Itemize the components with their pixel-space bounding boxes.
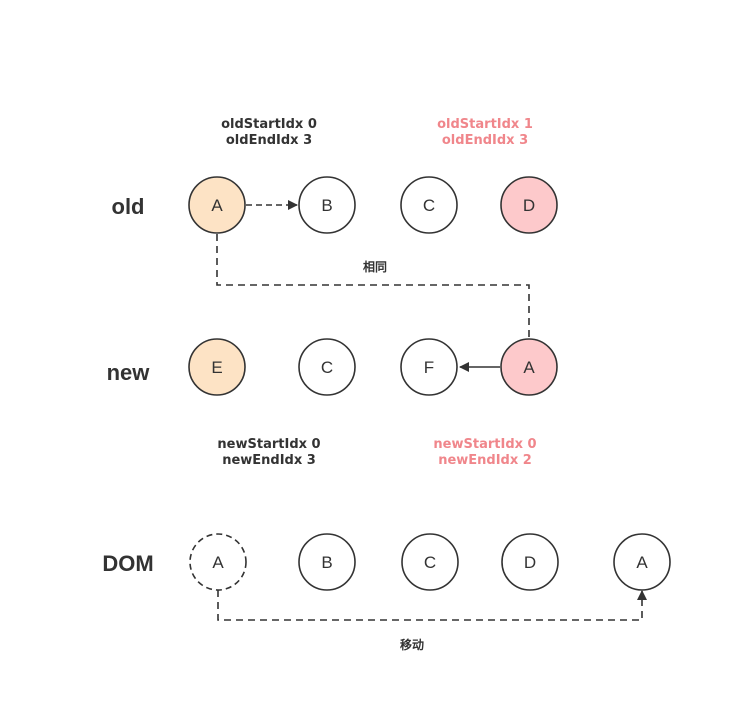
- move-connector: [217, 590, 647, 621]
- svg-text:A: A: [212, 553, 224, 572]
- svg-text:F: F: [424, 358, 434, 377]
- dom-node-d: D: [501, 533, 559, 591]
- old-start-idx-before: oldStartIdx 0: [221, 117, 317, 132]
- svg-text:B: B: [321, 553, 332, 572]
- svg-text:D: D: [523, 196, 535, 215]
- svg-text:A: A: [211, 196, 223, 215]
- svg-text:C: C: [423, 196, 435, 215]
- svg-text:C: C: [424, 553, 436, 572]
- dom-node-b: B: [298, 533, 356, 591]
- dom-node-a-removed: A: [189, 533, 247, 591]
- old-node-d: D: [500, 176, 558, 234]
- new-node-e: E: [188, 338, 246, 396]
- dom-row-label: DOM: [102, 551, 153, 576]
- dom-node-c: C: [401, 533, 459, 591]
- svg-text:A: A: [523, 358, 535, 377]
- new-end-idx-after: newEndIdx 2: [438, 453, 532, 468]
- move-note: 移动: [400, 637, 424, 652]
- same-connector: [216, 234, 530, 339]
- svg-text:E: E: [211, 358, 222, 377]
- same-note: 相同: [363, 259, 387, 274]
- old-end-idx-before: oldEndIdx 3: [226, 133, 312, 148]
- svg-text:D: D: [524, 553, 536, 572]
- old-start-idx-after: oldStartIdx 1: [437, 117, 533, 132]
- old-node-b: B: [298, 176, 356, 234]
- new-start-idx-after: newStartIdx 0: [433, 437, 536, 452]
- new-node-c: C: [298, 338, 356, 396]
- new-start-idx-before: newStartIdx 0: [217, 437, 320, 452]
- new-node-a: A: [500, 338, 558, 396]
- svg-text:A: A: [636, 553, 648, 572]
- svg-text:C: C: [321, 358, 333, 377]
- new-row-label: new: [107, 360, 151, 385]
- old-node-a: A: [188, 176, 246, 234]
- old-row-label: old: [112, 194, 145, 219]
- svg-text:B: B: [321, 196, 332, 215]
- dom-node-a-moved: A: [613, 533, 671, 591]
- new-node-f: F: [400, 338, 458, 396]
- old-node-c: C: [400, 176, 458, 234]
- old-end-idx-after: oldEndIdx 3: [442, 133, 528, 148]
- new-end-idx-before: newEndIdx 3: [222, 453, 316, 468]
